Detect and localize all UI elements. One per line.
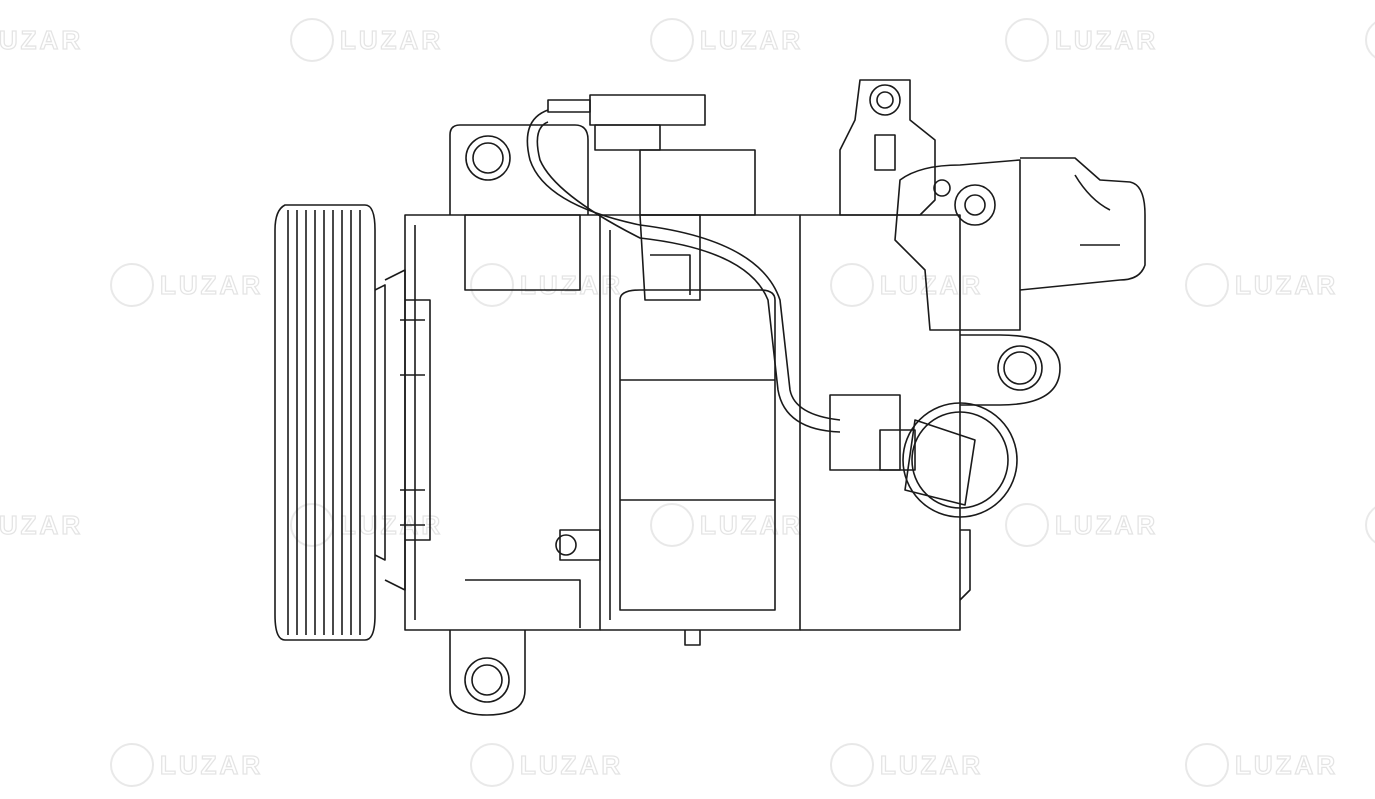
mounting-lug-top <box>449 124 589 215</box>
pulley <box>274 204 406 641</box>
clutch-housing <box>400 214 601 631</box>
top-connector <box>547 94 756 301</box>
side-connector <box>829 394 1018 518</box>
service-fitting-2 <box>894 157 1146 331</box>
mounting-lug-bottom <box>449 630 526 716</box>
sensor-cable <box>526 109 841 433</box>
service-fitting-1 <box>839 79 936 216</box>
